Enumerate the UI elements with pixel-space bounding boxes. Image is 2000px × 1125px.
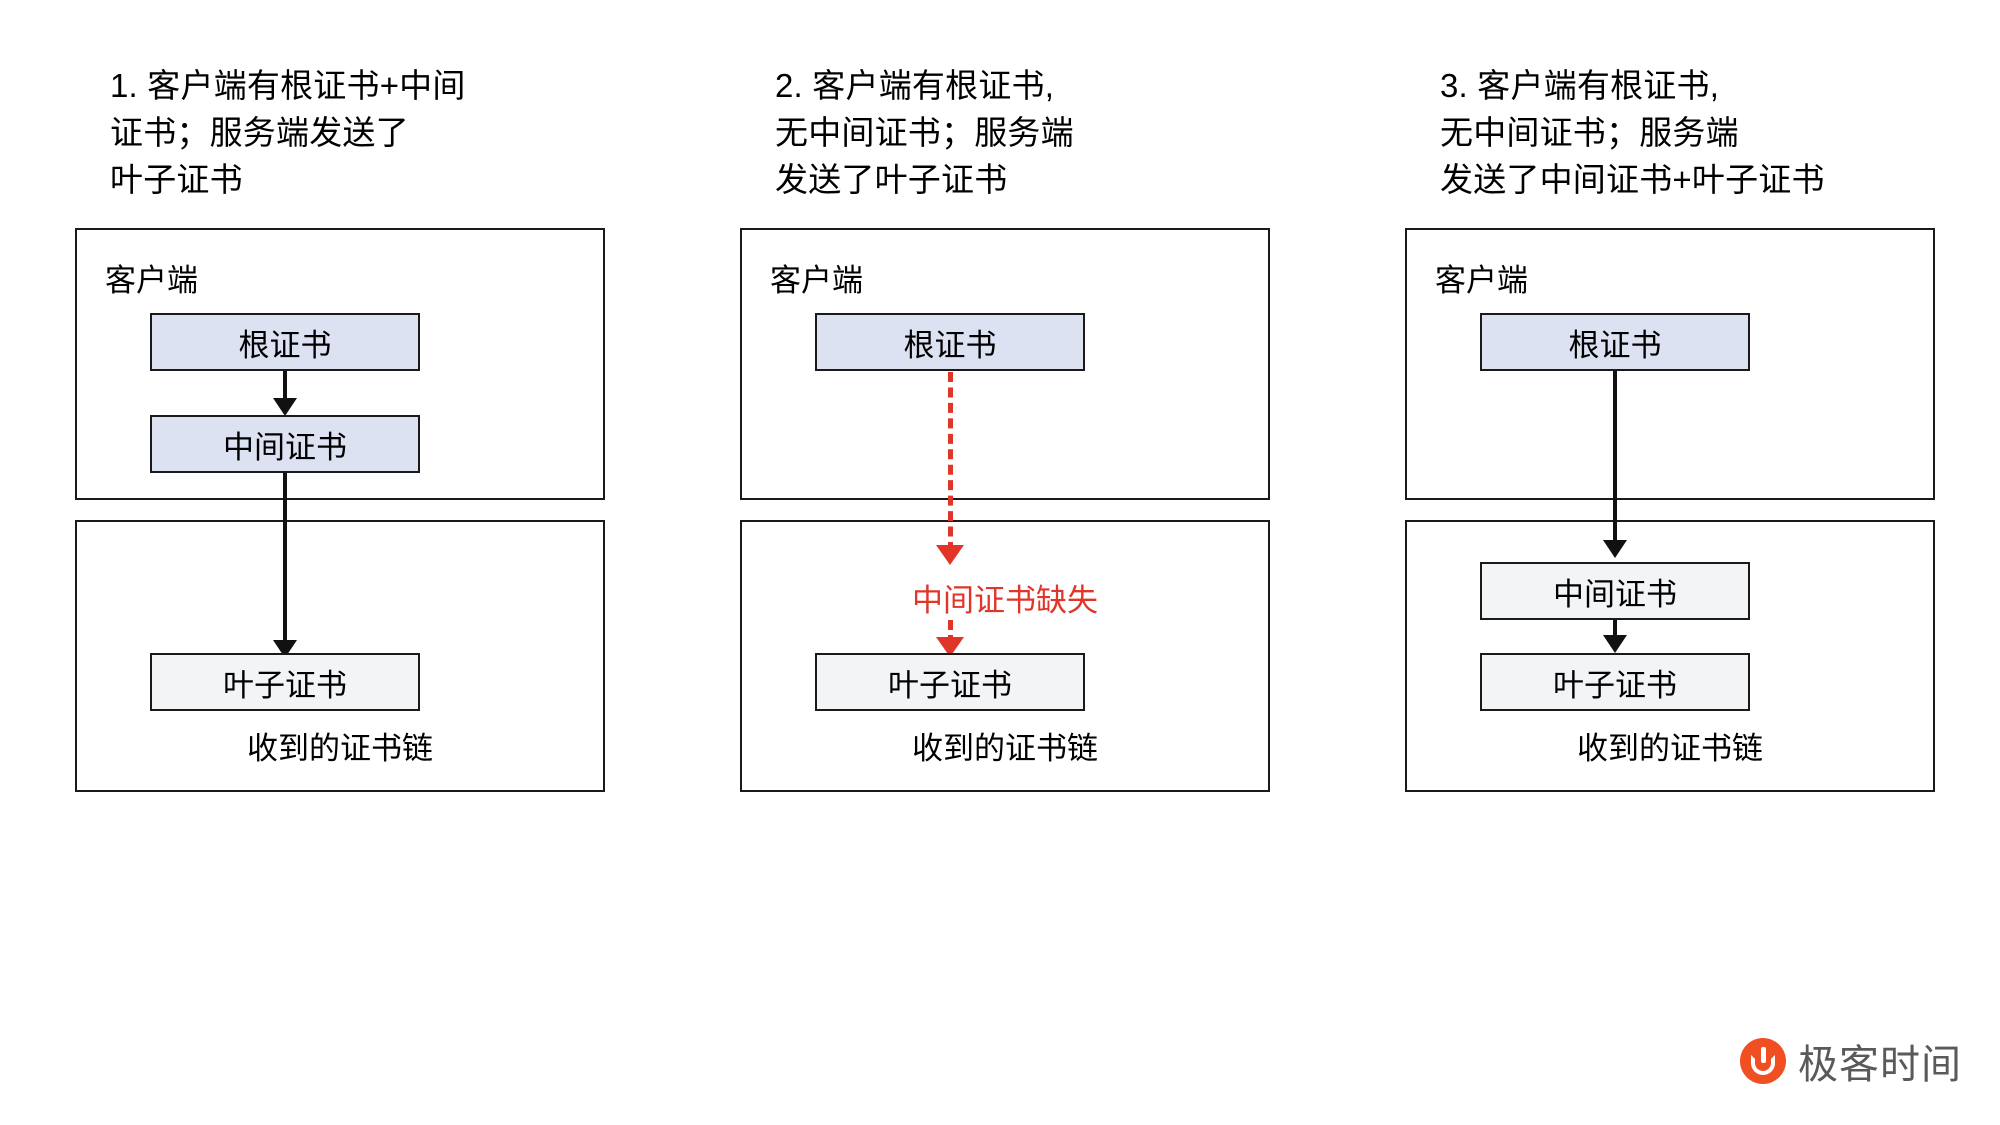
- cert-box-leaf-2: 叶子证书: [815, 653, 1085, 711]
- cert-label: 中间证书: [1553, 576, 1677, 612]
- received-chain-label-2: 收到的证书链: [912, 731, 1098, 766]
- cert-label: 根证书: [903, 327, 997, 363]
- cert-box-leaf-1: 叶子证书: [150, 653, 420, 711]
- cert-label: 中间证书: [223, 429, 347, 465]
- cert-box-root-1: 根证书: [150, 313, 420, 371]
- connector-intermediate-to-leaf-3: [1613, 620, 1617, 642]
- arrowhead-root-to-intermediate-1: [273, 398, 297, 416]
- brand-logo: 极客时间: [1740, 1032, 1962, 1090]
- cert-label: 根证书: [1568, 327, 1662, 363]
- client-panel-label-1: 客户端: [105, 263, 198, 298]
- arrowhead-broken-chain-leaf-2: [936, 637, 964, 657]
- client-panel-label-2: 客户端: [770, 263, 863, 298]
- connector-broken-chain-lower-2: [948, 620, 953, 645]
- client-panel-label-3: 客户端: [1435, 263, 1528, 298]
- arrowhead-intermediate-to-leaf-3: [1603, 635, 1627, 653]
- received-chain-label-1: 收到的证书链: [247, 731, 433, 766]
- cert-box-leaf-3: 叶子证书: [1480, 653, 1750, 711]
- cert-box-intermediate-1: 中间证书: [150, 415, 420, 473]
- cert-label: 叶子证书: [1553, 667, 1677, 703]
- connector-root-to-intermediate-3: [1613, 371, 1617, 548]
- arrowhead-broken-chain-2: [936, 545, 964, 565]
- cert-label: 根证书: [238, 327, 332, 363]
- brand-name: 极客时间: [1798, 1043, 1962, 1087]
- scenario-1-caption: 1. 客户端有根证书+中间 证书；服务端发送了 叶子证书: [110, 67, 466, 198]
- scenario-column-1: 1. 客户端有根证书+中间 证书；服务端发送了 叶子证书 客户端 收到的证书链 …: [75, 0, 635, 1125]
- arrowhead-root-to-intermediate-3: [1603, 540, 1627, 558]
- cert-box-root-2: 根证书: [815, 313, 1085, 371]
- scenario-column-2: 2. 客户端有根证书, 无中间证书；服务端 发送了叶子证书 客户端 收到的证书链…: [740, 0, 1300, 1125]
- cert-label: 叶子证书: [888, 667, 1012, 703]
- flame-circle-icon: [1740, 1038, 1786, 1084]
- connector-root-to-intermediate-1: [283, 371, 287, 405]
- connector-intermediate-to-leaf-1: [283, 473, 287, 650]
- scenario-2-caption: 2. 客户端有根证书, 无中间证书；服务端 发送了叶子证书: [775, 67, 1074, 198]
- cert-box-root-3: 根证书: [1480, 313, 1750, 371]
- scenario-column-3: 3. 客户端有根证书, 无中间证书；服务端 发送了中间证书+叶子证书 客户端 收…: [1405, 0, 1965, 1125]
- scenario-3-caption: 3. 客户端有根证书, 无中间证书；服务端 发送了中间证书+叶子证书: [1440, 67, 1825, 198]
- cert-label: 叶子证书: [223, 667, 347, 703]
- received-chain-label-3: 收到的证书链: [1577, 731, 1763, 766]
- cert-box-intermediate-3: 中间证书: [1480, 562, 1750, 620]
- missing-intermediate-warning-2: 中间证书缺失: [912, 583, 1098, 618]
- connector-broken-chain-upper-2: [948, 372, 953, 552]
